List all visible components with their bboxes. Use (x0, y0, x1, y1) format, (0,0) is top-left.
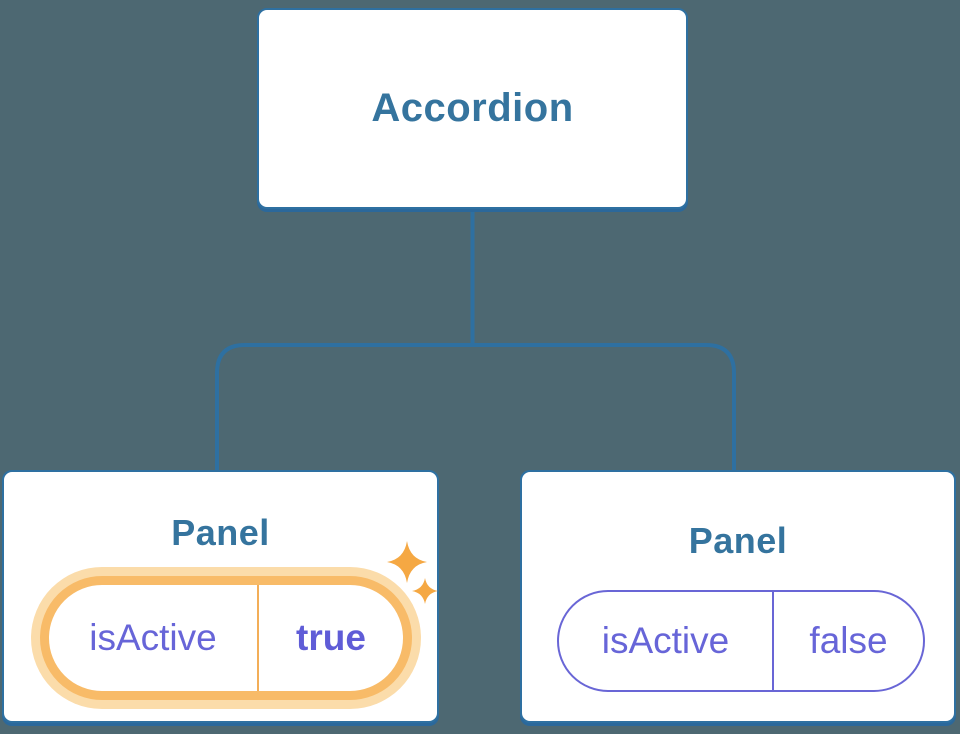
sparkle-large (387, 541, 427, 583)
state-key-label: isActive (601, 620, 730, 661)
panel-node-active: Panel isActive true (2, 470, 439, 723)
sparkles-icon (387, 541, 438, 604)
panel-node-inactive: Panel isActive false (520, 470, 956, 723)
state-key-label: isActive (89, 617, 217, 658)
state-pill-inactive: isActive false (557, 590, 925, 692)
accordion-node: Accordion (257, 8, 688, 209)
pill-divider (257, 585, 259, 691)
connector-branch (215, 343, 736, 472)
state-value-label: false (809, 620, 888, 661)
sparkle-small (412, 578, 438, 604)
panel-node-label: Panel (171, 512, 270, 553)
panel-node-label: Panel (688, 520, 788, 561)
accordion-node-label: Accordion (371, 86, 574, 130)
state-value-label: true (296, 617, 366, 658)
pill-divider (772, 592, 774, 690)
state-pill-active: isActive true (40, 576, 412, 700)
